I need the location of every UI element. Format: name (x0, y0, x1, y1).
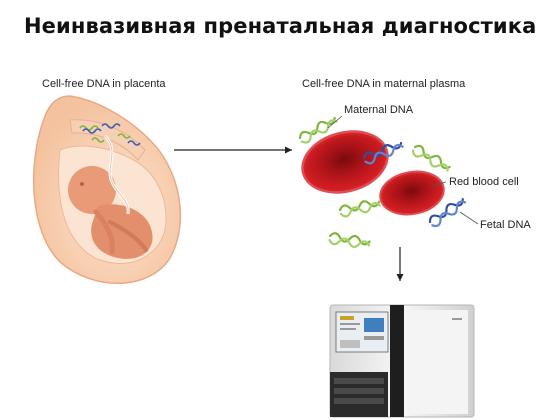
fetus-icon (68, 166, 153, 259)
fetal-dna-strand-2 (428, 197, 467, 228)
fetal-dna-strands (362, 141, 467, 228)
label-fetal-dna: Fetal DNA (480, 219, 531, 231)
uterus-illustration (33, 95, 182, 284)
placenta-dna-fragments (79, 123, 141, 146)
maternal-dna-strand-4 (328, 232, 371, 249)
label-maternal-dna: Maternal DNA (344, 104, 414, 116)
label-red-blood-cell: Red blood cell (449, 176, 519, 188)
label-placenta: Cell-free DNA in placenta (42, 78, 166, 90)
maternal-dna-strand-2 (411, 144, 451, 172)
maternal-dna-strand-3 (338, 200, 382, 218)
label-maternal-plasma: Cell-free DNA in maternal plasma (302, 78, 466, 90)
maternal-dna-strand-1 (298, 116, 338, 144)
maternal-dna-strands (298, 116, 451, 249)
sequencer-machine-icon (329, 304, 475, 418)
fetal-dna-strand-1 (362, 141, 404, 165)
red-blood-cell-small (379, 170, 445, 216)
slide-title: Неинвазивная пренатальная диагностика (24, 14, 537, 38)
red-blood-cell-large (301, 130, 389, 194)
label-leader-lines (327, 115, 479, 225)
